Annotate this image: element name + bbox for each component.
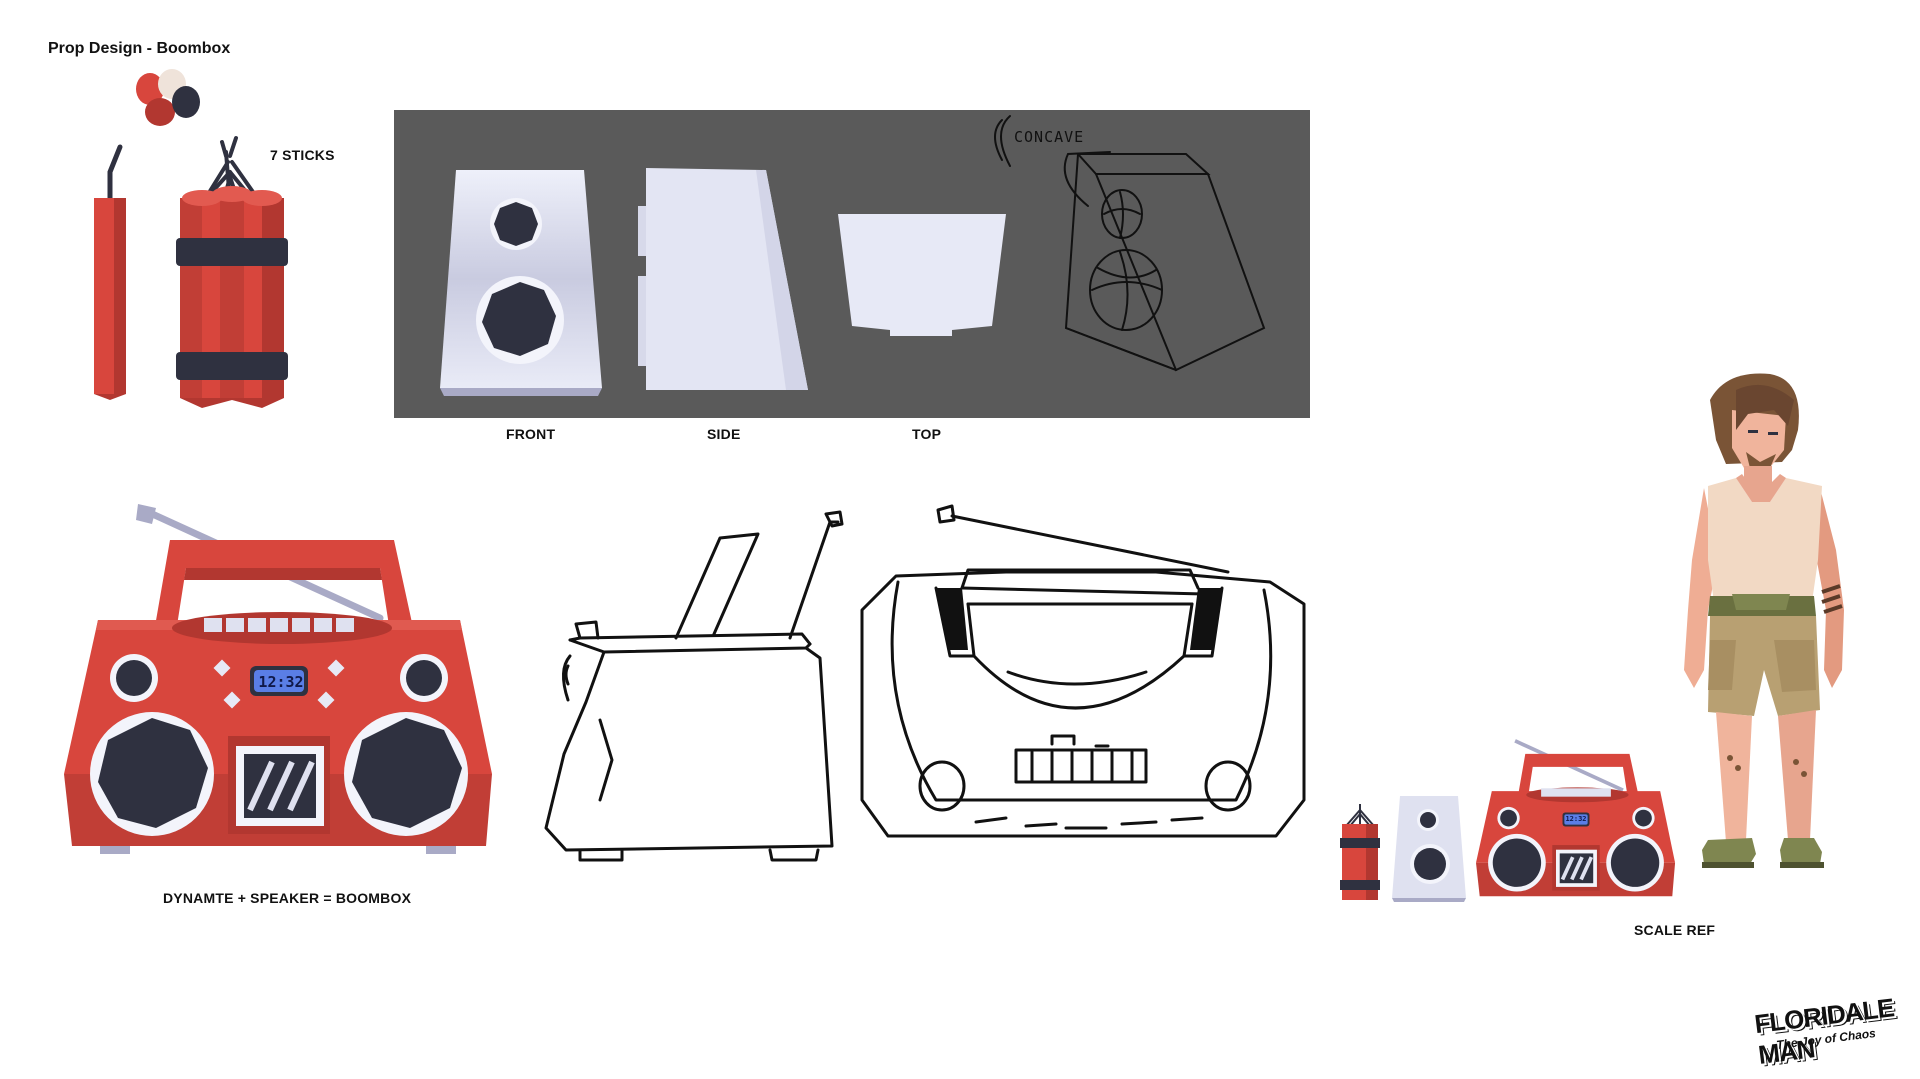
dynamite-single-stick bbox=[94, 144, 126, 400]
concave-note: CONCAVE bbox=[1014, 128, 1085, 146]
floridale-man-logo: FLORIDALE MAN The Joy of Chaos bbox=[1753, 992, 1906, 1070]
speaker-side-view bbox=[638, 168, 808, 390]
speaker-perspective-sketch bbox=[994, 115, 1266, 372]
front-label: FRONT bbox=[506, 426, 556, 442]
color-palette bbox=[136, 69, 200, 126]
speaker-front-view bbox=[440, 170, 602, 396]
boombox-clock-display: 12:32 bbox=[258, 673, 304, 691]
boombox-colored bbox=[64, 504, 492, 854]
boombox-side-sketch bbox=[544, 510, 844, 862]
scale-ref-label: SCALE REF bbox=[1634, 922, 1716, 938]
scale-ref-clock-display: 12:32 bbox=[1565, 815, 1587, 823]
side-label: SIDE bbox=[707, 426, 741, 442]
sticks-label: 7 STICKS bbox=[270, 147, 335, 163]
scale-ref-character bbox=[1684, 373, 1844, 868]
swatch-dark-red bbox=[145, 98, 175, 126]
scale-ref-dynamite bbox=[1340, 804, 1380, 900]
scale-ref-boombox bbox=[1476, 739, 1676, 897]
dynamite-bundle bbox=[176, 136, 288, 408]
boombox-front-sketch bbox=[860, 504, 1306, 838]
page-title: Prop Design - Boombox bbox=[48, 40, 231, 57]
swatch-red bbox=[136, 73, 164, 105]
swatch-navy bbox=[172, 86, 200, 118]
equation-label: DYNAMTE + SPEAKER = BOOMBOX bbox=[163, 890, 412, 906]
scale-ref-speaker bbox=[1392, 796, 1466, 902]
speaker-top-view bbox=[838, 214, 1006, 336]
top-label: TOP bbox=[912, 426, 942, 442]
